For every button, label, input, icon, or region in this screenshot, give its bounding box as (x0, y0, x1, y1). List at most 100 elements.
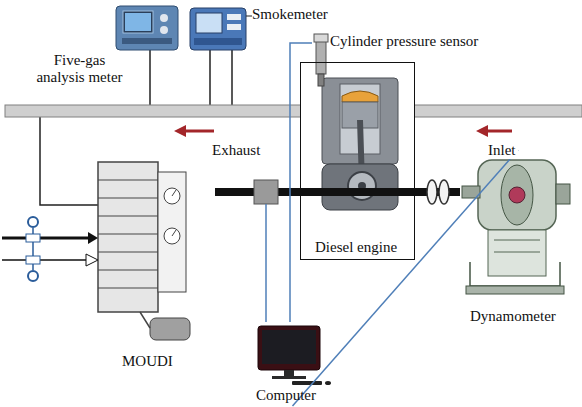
gas-analyzer-device (116, 6, 178, 50)
signal-wire (290, 43, 312, 322)
flow-label: Inlet (486, 142, 518, 159)
smokemeter-device (190, 8, 252, 50)
moudi-impactor (164, 228, 180, 244)
pressure-sensor (318, 74, 324, 86)
sample-inlet (86, 254, 98, 266)
component-label: Smokemeter (252, 6, 328, 23)
sample-inlet (2, 217, 98, 281)
computer-set (292, 381, 322, 385)
direction-arrow (174, 125, 186, 137)
gas-analyzer-device (122, 38, 172, 44)
sampling-line (231, 50, 233, 106)
gas-analyzer-device (125, 13, 151, 31)
crankshaft-line (215, 180, 460, 204)
crankshaft-line (254, 180, 278, 204)
signal-wire (290, 43, 312, 322)
component-label: Five-gas analysis meter (32, 52, 127, 87)
moudi-impactor (98, 162, 158, 312)
moudi-impactor (140, 312, 150, 328)
exhaust-pipe (5, 105, 582, 117)
sample-inlet (26, 256, 40, 264)
dynamometer-machine (462, 160, 570, 294)
moudi-impactor (98, 252, 158, 253)
flow-label: Exhaust (210, 142, 262, 159)
component-label: Cylinder pressure sensor (330, 33, 478, 50)
dynamometer-machine (466, 286, 564, 294)
dynamometer-machine (478, 160, 556, 230)
smokemeter-device (227, 24, 241, 30)
component-label: Diesel engine (315, 239, 397, 256)
gas-analyzer-device (123, 11, 153, 33)
smokemeter-device (246, 16, 252, 17)
engine-box: Diesel engine (300, 62, 415, 260)
computer-set (262, 330, 316, 364)
crankshaft-line (439, 180, 449, 204)
component-label: Dynamometer (470, 308, 556, 325)
smokemeter-device (190, 8, 246, 50)
component-label: Computer (256, 387, 316, 404)
computer-node: Computer (250, 322, 335, 406)
dynamometer-machine (556, 184, 570, 204)
moudi-impactor (172, 230, 176, 236)
moudi-impactor (164, 188, 180, 204)
smokemeter-device (227, 14, 241, 20)
engine-housing (300, 62, 415, 260)
engine-housing (300, 62, 415, 260)
gas-analyzer-device (160, 14, 168, 22)
smokemeter-device (194, 38, 242, 45)
engine-cutaway (322, 164, 398, 210)
moudi-impactor (98, 162, 190, 340)
direction-arrow (184, 130, 214, 133)
moudi-impactor (98, 288, 158, 289)
computer-set (258, 326, 331, 385)
sample-inlet (28, 217, 38, 227)
dynamometer-machine (509, 187, 525, 203)
pressure-sensor (314, 34, 328, 86)
component-label: MOUDI (122, 353, 173, 370)
moudi-impactor (150, 318, 190, 340)
computer-set (272, 376, 306, 379)
dynamometer-machine (488, 230, 546, 276)
direction-arrow (486, 130, 512, 133)
sensor-node: Cylinder pressure sensor (312, 28, 505, 58)
direction-arrow (476, 125, 488, 137)
analyzer-node: Five-gas analysis meter (30, 0, 182, 92)
pressure-sensor (316, 40, 326, 74)
exhaust-pipe (5, 105, 582, 117)
computer-wire (265, 204, 267, 322)
dynamometer-machine (494, 240, 540, 241)
sample-inlet (2, 259, 86, 261)
sampling-line (209, 50, 211, 106)
engine-cutaway (342, 91, 378, 102)
crankshaft-line (427, 180, 437, 204)
sample-inlet (28, 271, 38, 281)
dynamometer-machine (501, 165, 533, 225)
computer-wire (266, 204, 267, 322)
moudi-impactor (158, 172, 186, 292)
computer-set (258, 326, 320, 370)
sample-inlet (2, 237, 92, 240)
smokemeter-device (196, 13, 222, 33)
dynamometer-node: Dynamometer (458, 150, 578, 328)
gas-analyzer-device (116, 6, 178, 50)
dynamometer-machine (470, 262, 560, 286)
signal-wire (293, 150, 519, 406)
moudi-impactor (98, 270, 158, 271)
sample-inlet (88, 232, 98, 244)
gas-analyzer-device (160, 26, 168, 34)
moudi-impactor (98, 216, 158, 217)
sampling-line (40, 117, 98, 205)
moudi-impactor (172, 190, 176, 196)
computer-set (284, 370, 294, 376)
moudi-impactor (98, 180, 158, 181)
dynamometer-machine (494, 252, 540, 253)
signal-wire (293, 150, 519, 406)
computer-set (325, 381, 331, 385)
moudi-impactor (98, 234, 158, 235)
sampling-line (149, 50, 151, 106)
crankshaft-line (215, 188, 460, 196)
sample-inlet (26, 234, 40, 242)
moudi-impactor (98, 198, 158, 199)
moudi-node: MOUDI (92, 158, 200, 374)
